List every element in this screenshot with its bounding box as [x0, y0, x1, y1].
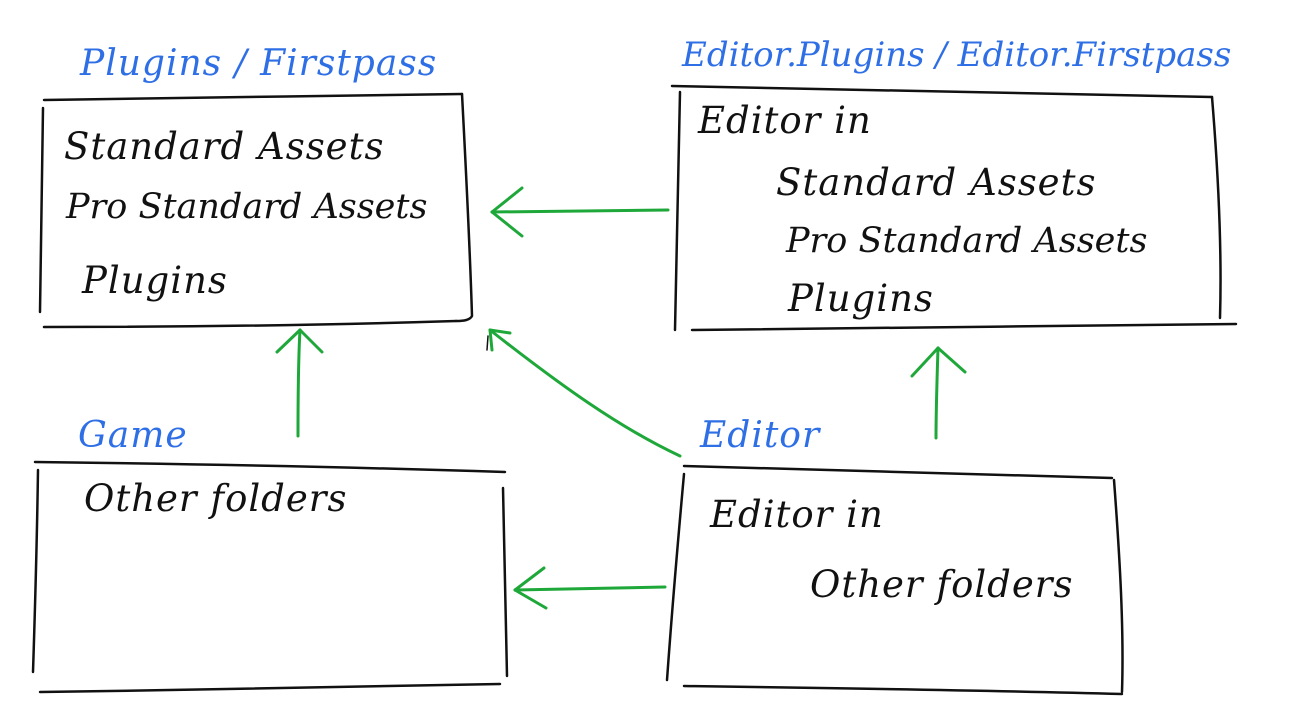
arrow-editor-to-game	[513, 566, 667, 610]
box-plugins-line-1: Standard Assets	[64, 125, 385, 168]
heading-editor-plugins-firstpass: Editor.Plugins / Editor.Firstpass	[682, 35, 1232, 75]
box-editor-intro: Editor in	[710, 493, 884, 536]
box-game-line-1: Other folders	[84, 477, 348, 520]
arrow-editor-plugins-to-plugins	[490, 186, 670, 238]
box-plugins-line-3: Plugins	[82, 259, 228, 302]
box-editor-line-1: Other folders	[810, 563, 1074, 606]
box-editor-plugins-firstpass-outline	[670, 84, 1238, 332]
box-editor-plugins-line-1: Standard Assets	[776, 161, 1097, 204]
heading-editor: Editor	[700, 415, 821, 456]
box-editor-plugins-line-2: Pro Standard Assets	[786, 221, 1148, 261]
box-plugins-firstpass-outline	[38, 92, 474, 329]
box-game-outline	[31, 460, 509, 694]
box-plugins-line-2: Pro Standard Assets	[66, 187, 428, 227]
arrow-editor-to-plugins	[488, 328, 682, 458]
arrow-editor-to-editor-plugins	[910, 346, 967, 440]
heading-plugins-firstpass: Plugins / Firstpass	[80, 43, 438, 84]
box-editor-plugins-line-3: Plugins	[788, 277, 934, 320]
box-editor-plugins-intro: Editor in	[698, 99, 872, 142]
heading-game: Game	[78, 415, 188, 456]
pen-mark	[486, 335, 489, 351]
arrow-game-to-plugins	[275, 328, 324, 438]
box-editor-outline	[665, 464, 1124, 696]
